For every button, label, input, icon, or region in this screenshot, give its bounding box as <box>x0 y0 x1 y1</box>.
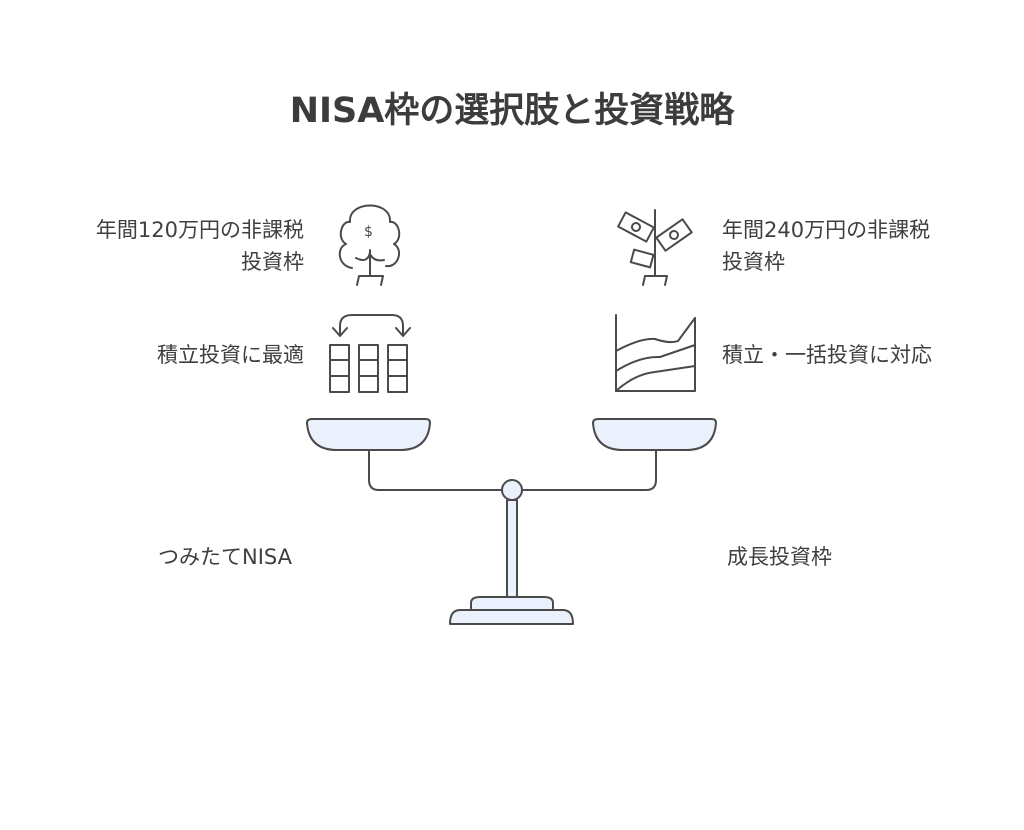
scale-pillar <box>506 499 518 598</box>
money-tree-icon: $ <box>338 204 401 286</box>
scale-base-bottom <box>449 609 574 625</box>
recurring-investment-icon <box>329 314 411 393</box>
right-option-label: 成長投資枠 <box>727 545 832 569</box>
scale-base-top <box>470 596 554 611</box>
diagram-title: NISA枠の選択肢と投資戦略 <box>289 91 735 131</box>
right-pan <box>592 418 717 451</box>
left-limit-line2: 投資枠 <box>241 250 304 274</box>
money-plant-icon <box>617 209 693 286</box>
growth-chart-icon <box>615 314 696 392</box>
svg-text:$: $ <box>364 224 373 240</box>
right-limit-text: 年間240万円の非課税 投資枠 <box>722 214 930 278</box>
right-limit-line1: 年間240万円の非課税 <box>722 218 931 242</box>
right-limit-line2: 投資枠 <box>722 250 785 274</box>
left-option-label: つみたてNISA <box>158 545 292 569</box>
scale-pivot <box>501 479 523 501</box>
left-limit-text: 年間120万円の非課税 投資枠 <box>96 214 304 278</box>
left-limit-line1: 年間120万円の非課税 <box>95 218 304 242</box>
left-strategy-text: 積立投資に最適 <box>157 343 304 367</box>
right-strategy-text: 積立・一括投資に対応 <box>722 343 932 367</box>
balance-scale <box>306 418 717 625</box>
left-pan <box>306 418 431 451</box>
